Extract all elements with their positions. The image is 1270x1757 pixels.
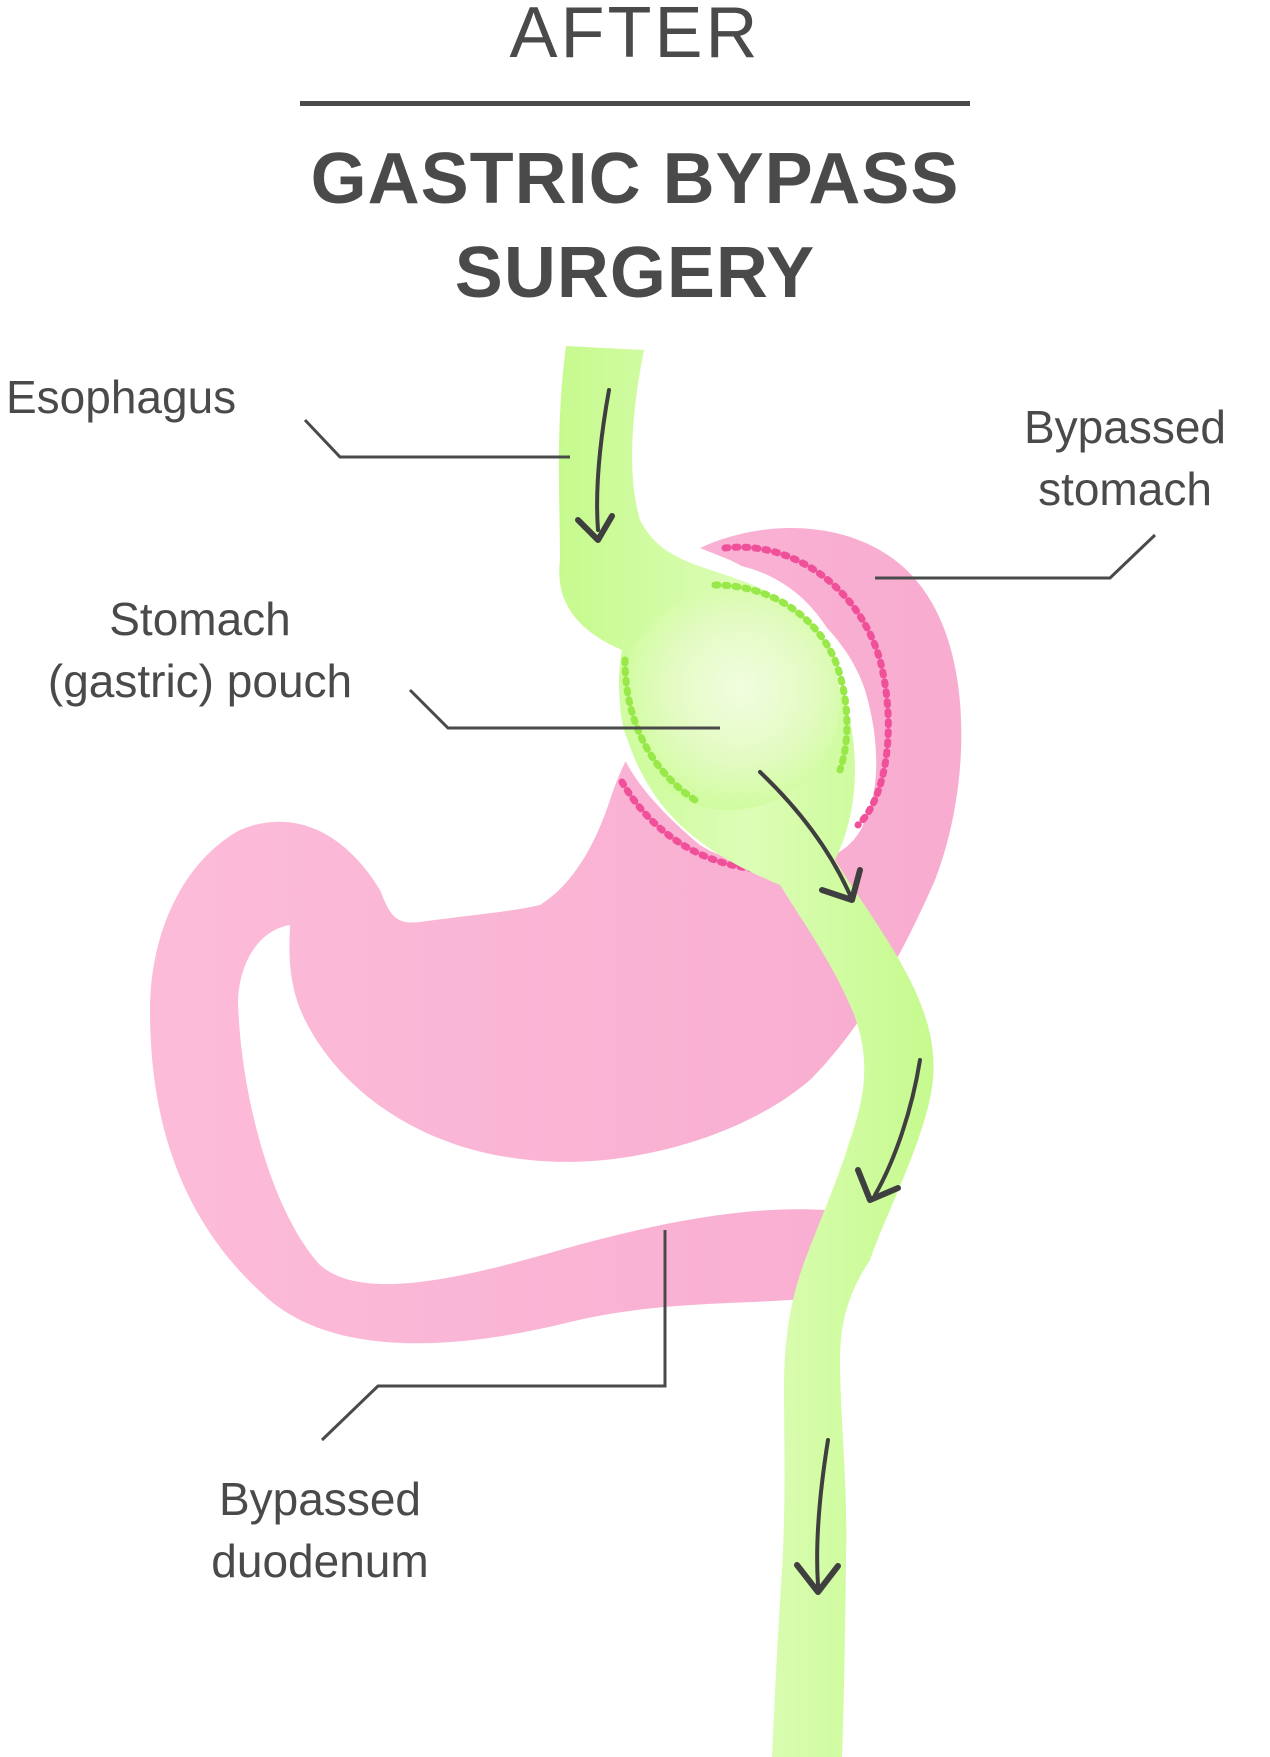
- label-esophagus: Esophagus: [6, 371, 237, 423]
- arrow-esophagus: [595, 388, 611, 532]
- arrow-limb: [873, 1058, 922, 1197]
- label-pouch-line1: Stomach: [109, 593, 291, 645]
- label-duodenum-line1: Bypassed: [218, 1473, 421, 1525]
- label-bypassed-stomach: Bypassed stomach: [990, 396, 1260, 520]
- leader-duodenum: [320, 1230, 667, 1442]
- diagram-title: GASTRIC BYPASS SURGERY: [0, 132, 1270, 320]
- label-duodenum-line2: duodenum: [211, 1535, 429, 1587]
- label-bypassed-stomach-line2: stomach: [1038, 463, 1212, 515]
- diagram-title-line1: GASTRIC BYPASS: [310, 139, 960, 219]
- label-pouch-line2: (gastric) pouch: [47, 655, 353, 707]
- arrow-pouch-exit: [758, 770, 852, 897]
- leader-lines: [303, 418, 1157, 1442]
- digestive-route-shape: [558, 346, 934, 1757]
- leader-esophagus: [303, 418, 570, 459]
- header-divider: [300, 101, 970, 106]
- pouch-staples: [621, 581, 851, 804]
- leader-bypassed-stomach: [875, 533, 1157, 580]
- label-bypassed-stomach-line1: Bypassed: [1023, 401, 1226, 453]
- header-after-label: AFTER: [509, 0, 761, 73]
- flow-arrows: [575, 388, 922, 1595]
- arrow-lower: [815, 1438, 830, 1587]
- label-stomach-pouch: Stomach (gastric) pouch: [0, 588, 400, 712]
- label-bypassed-duodenum: Bypassed duodenum: [150, 1468, 490, 1592]
- diagram-title-line2: SURGERY: [454, 233, 816, 313]
- leader-pouch: [408, 688, 720, 730]
